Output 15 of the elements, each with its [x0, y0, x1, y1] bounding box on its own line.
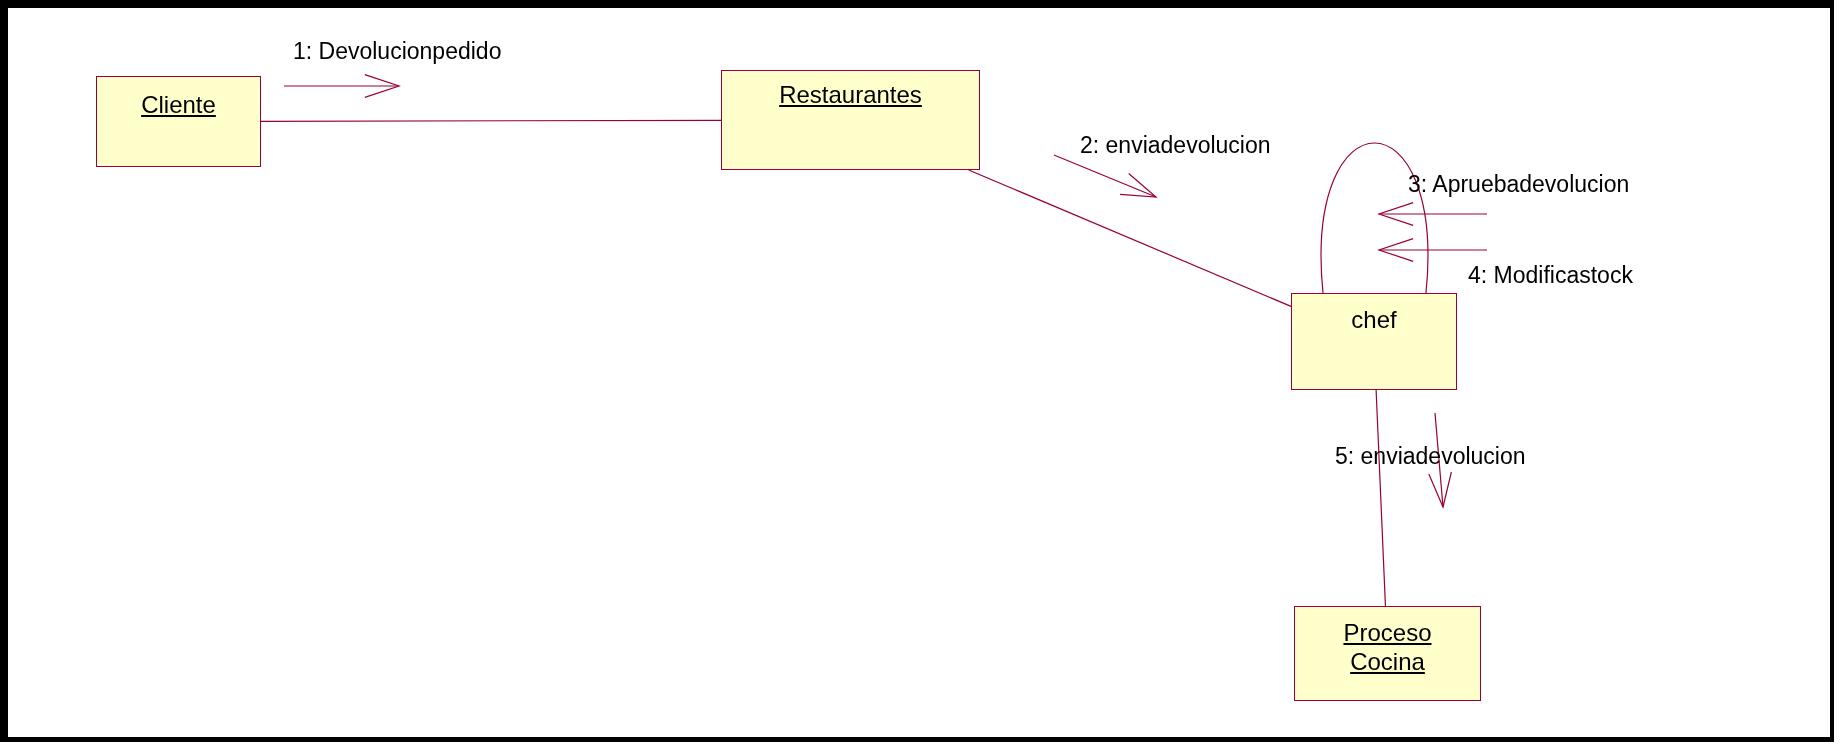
object-box [1294, 606, 1481, 701]
message-label: 4: Modificastock [1468, 262, 1633, 289]
message-label: 2: enviadevolucion [1080, 132, 1271, 159]
object-box [96, 76, 261, 167]
association-line [260, 119, 722, 122]
association-line [968, 169, 1292, 307]
association-line [1320, 142, 1429, 294]
association-line [1375, 389, 1387, 607]
object-name: Cliente [141, 91, 216, 120]
object-name: Proceso Cocina [1342, 619, 1433, 677]
object-box [721, 70, 980, 170]
object-name: chef [1351, 306, 1397, 335]
message-label: 1: Devolucionpedido [293, 38, 502, 65]
object-name: Restaurantes [779, 81, 922, 110]
object-box [1291, 293, 1457, 390]
